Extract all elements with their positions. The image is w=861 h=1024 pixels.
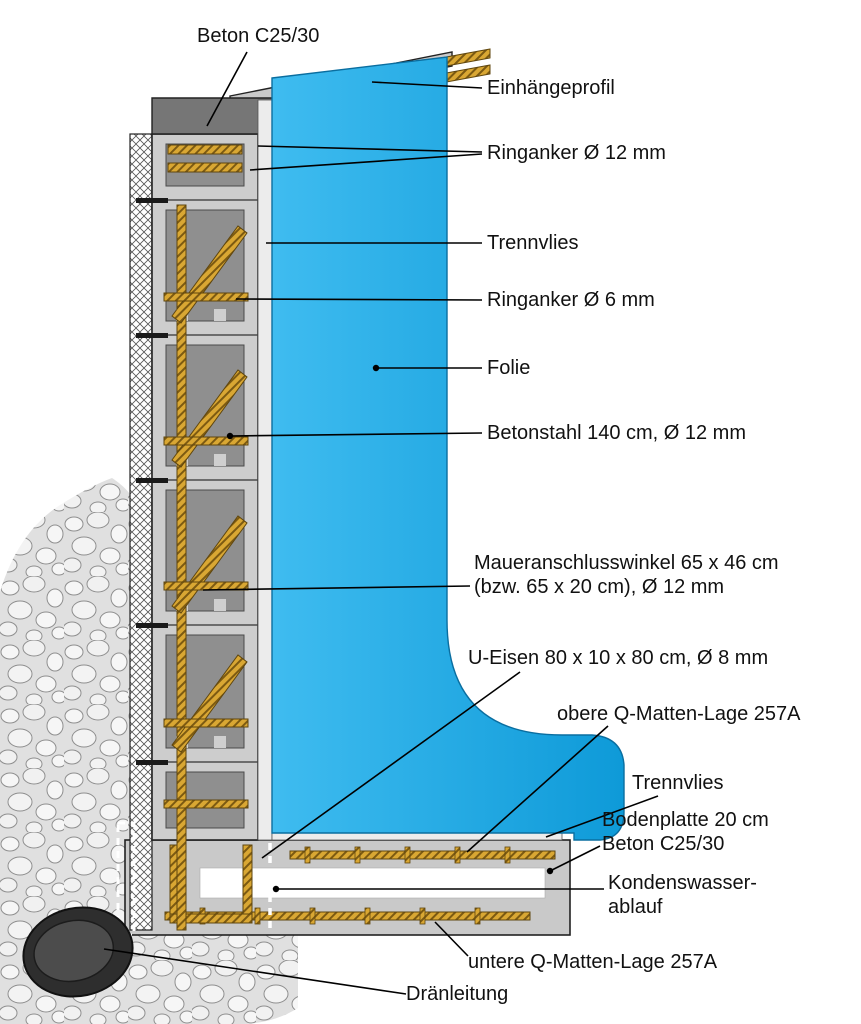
label-kondenswasser-line2: ablauf (608, 896, 663, 918)
label-maueranschlusswinkel-line2: (bzw. 65 x 20 cm), Ø 12 mm (474, 576, 725, 598)
leader-obere-qmatten (466, 725, 609, 853)
wall-blocks (136, 133, 259, 931)
leader-beton-top (206, 51, 248, 127)
leader-mauerwinkel (202, 585, 471, 591)
label-ringanker-6mm: Ringanker Ø 6 mm (487, 289, 655, 311)
leader-ringanker6 (235, 298, 483, 301)
label-untere-qmatten: untere Q-Matten-Lage 257A (468, 951, 718, 973)
leader-lines (103, 51, 659, 995)
label-maueranschlusswinkel: Maueranschlusswinkel 65 x 46 cm (bzw. 65… (474, 551, 779, 599)
label-draenleitung: Dränleitung (406, 983, 509, 1005)
label-folie: Folie (487, 357, 531, 379)
leader-ueisen (261, 671, 521, 859)
label-bodenplatte-line1: Bodenplatte 20 cm (602, 809, 769, 831)
label-obere-qmatten: obere Q-Matten-Lage 257A (557, 703, 801, 725)
base-slab (124, 839, 571, 936)
joint-markers (136, 198, 168, 765)
label-ringanker-12mm: Ringanker Ø 12 mm (487, 142, 666, 164)
leader-ringanker12-a (257, 145, 483, 153)
leader-bodenplatte (549, 845, 601, 872)
vertical-rebar (176, 204, 187, 931)
label-maueranschlusswinkel-line1: Maueranschlusswinkel 65 x 46 cm (474, 552, 779, 574)
label-kondenswasser-line1: Kondenswasser- (608, 872, 757, 894)
label-kondenswasserablauf: Kondenswasser- ablauf (608, 871, 757, 919)
label-u-eisen: U-Eisen 80 x 10 x 80 cm, Ø 8 mm (468, 647, 769, 669)
leader-ringanker12-b (249, 153, 483, 171)
leader-trennvlies-bottom (545, 795, 659, 838)
label-bodenplatte-line2: Beton C25/30 (602, 833, 725, 855)
label-beton-c2530-top: Beton C25/30 (197, 25, 320, 47)
drain-pipe (22, 906, 134, 998)
separation-fleece-horizontal (271, 832, 563, 841)
label-einhaengeprofil: Einhängeprofil (487, 77, 615, 99)
upper-q-mat (289, 846, 556, 864)
label-betonstahl: Betonstahl 140 cm, Ø 12 mm (487, 422, 747, 444)
leader-einhaengeprofil (371, 81, 483, 89)
label-trennvlies-bottom: Trennvlies (632, 772, 724, 794)
condensate-channel (199, 867, 546, 899)
insulation-strip (129, 133, 153, 931)
ring-anchor-12mm (167, 144, 243, 173)
ring-anchor-6mm (163, 292, 249, 809)
leader-betonstahl (229, 432, 483, 437)
label-trennvlies-top: Trennvlies (487, 232, 579, 254)
leader-draenleitung (103, 948, 407, 995)
label-bodenplatte: Bodenplatte 20 cm Beton C25/30 (602, 808, 769, 856)
gravel-backfill (0, 478, 298, 1024)
pool-liner (271, 56, 625, 841)
u-iron (169, 844, 253, 924)
leader-dots (226, 364, 554, 893)
separation-fleece-vertical (257, 99, 273, 841)
leader-untere-qmatten (434, 921, 469, 957)
